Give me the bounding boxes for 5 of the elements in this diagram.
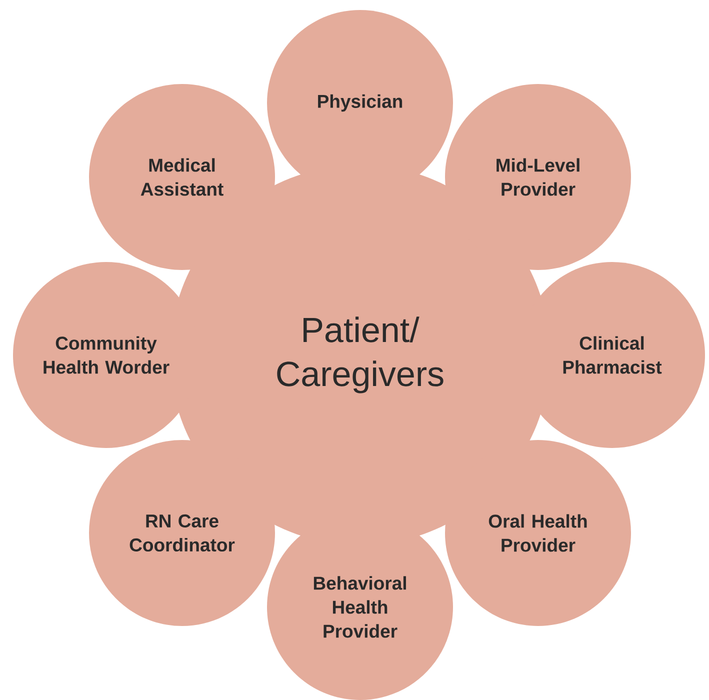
node-label: Physician: [318, 94, 402, 112]
node-label: Clinical Pharmacist: [563, 336, 662, 374]
node-label: Behavioral Health Provider: [314, 576, 406, 638]
node-label: Community Health Worder: [44, 336, 170, 374]
node-label: Patient/ Caregivers: [277, 316, 444, 394]
